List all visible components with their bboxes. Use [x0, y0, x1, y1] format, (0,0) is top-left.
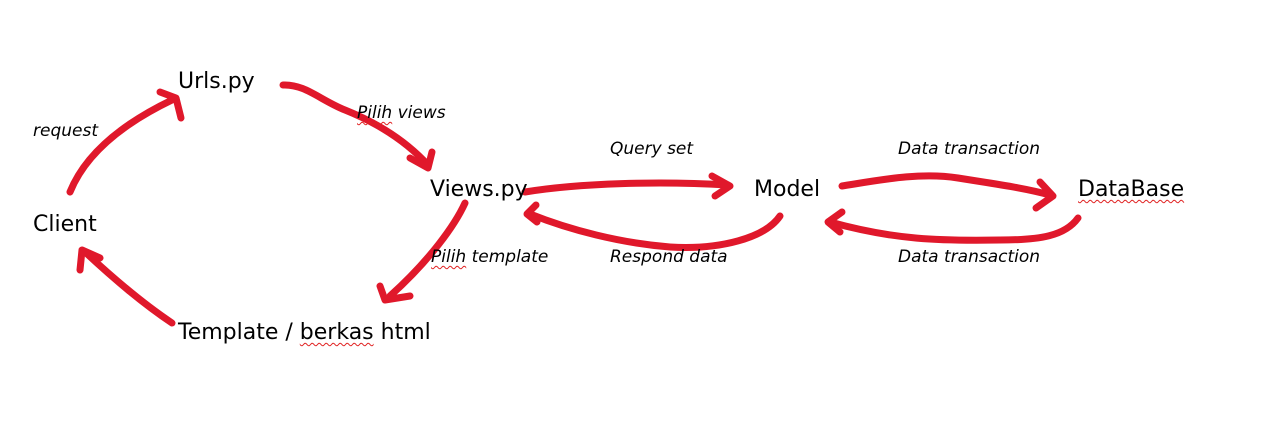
arrow-urls-to-views — [279, 81, 436, 172]
label-pilih-views: Pilih views — [357, 103, 446, 123]
arrow-database-to-model — [824, 208, 1082, 244]
arrow-model-to-views — [523, 201, 784, 251]
node-template-word: berkas — [299, 320, 374, 345]
node-client: Client — [33, 212, 97, 237]
arrow-template-to-client — [76, 246, 176, 327]
label-pilih-template: Pilih template — [431, 247, 548, 267]
arrow-views-to-template — [376, 199, 469, 304]
label-request: request — [33, 121, 98, 141]
node-template-prefix: Template / — [178, 320, 300, 345]
node-database-text: DataBase — [1078, 177, 1185, 202]
node-template-suffix: html — [373, 320, 431, 345]
label-data-transaction-bottom: Data transaction — [898, 247, 1041, 267]
node-model: Model — [754, 177, 821, 202]
node-template: Template / berkas html — [178, 320, 431, 346]
label-data-transaction-top: Data transaction — [898, 139, 1041, 159]
label-query-set: Query set — [610, 139, 694, 159]
node-database: DataBase — [1078, 177, 1184, 203]
arrow-client-to-urls — [66, 88, 185, 196]
arrow-views-to-model — [521, 172, 734, 200]
node-views: Views.py — [430, 177, 528, 202]
label-pilih-views-rest: views — [392, 103, 446, 123]
label-pilih-template-word: Pilih — [431, 247, 467, 267]
label-pilih-views-word: Pilih — [357, 103, 393, 123]
arrow-model-to-database — [838, 172, 1057, 212]
label-respond-data: Respond data — [610, 247, 728, 267]
node-urls: Urls.py — [178, 69, 255, 94]
label-pilih-template-rest: template — [466, 247, 549, 267]
